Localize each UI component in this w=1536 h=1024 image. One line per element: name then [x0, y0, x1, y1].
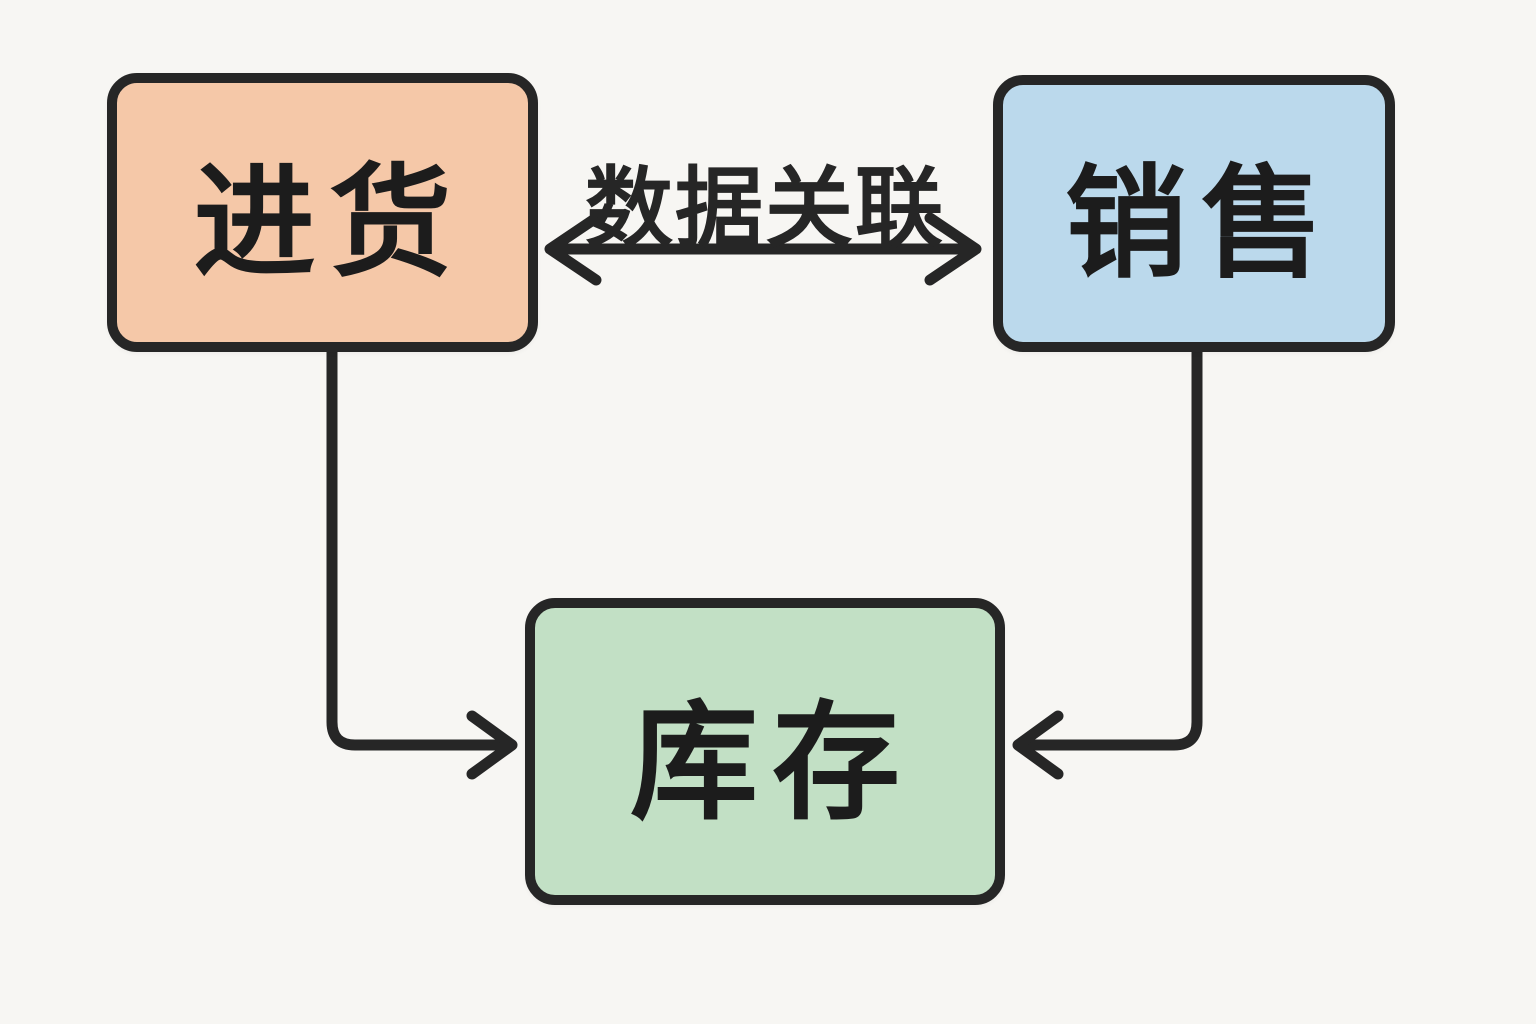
node-purchase: 进货 [107, 73, 538, 352]
node-inventory-label: 库存 [629, 692, 914, 835]
edge-sales-inventory-arrow [1012, 346, 1203, 780]
edge-purchase-sales-label: 数据关联 [584, 159, 945, 258]
node-sales-label: 销售 [1065, 156, 1337, 292]
edge-purchase-inventory-arrow [326, 346, 518, 780]
edge-purchase-sales-arrow [544, 212, 982, 286]
node-sales: 销售 [993, 75, 1395, 352]
node-inventory: 库存 [525, 598, 1005, 905]
node-purchase-label: 进货 [193, 155, 466, 291]
